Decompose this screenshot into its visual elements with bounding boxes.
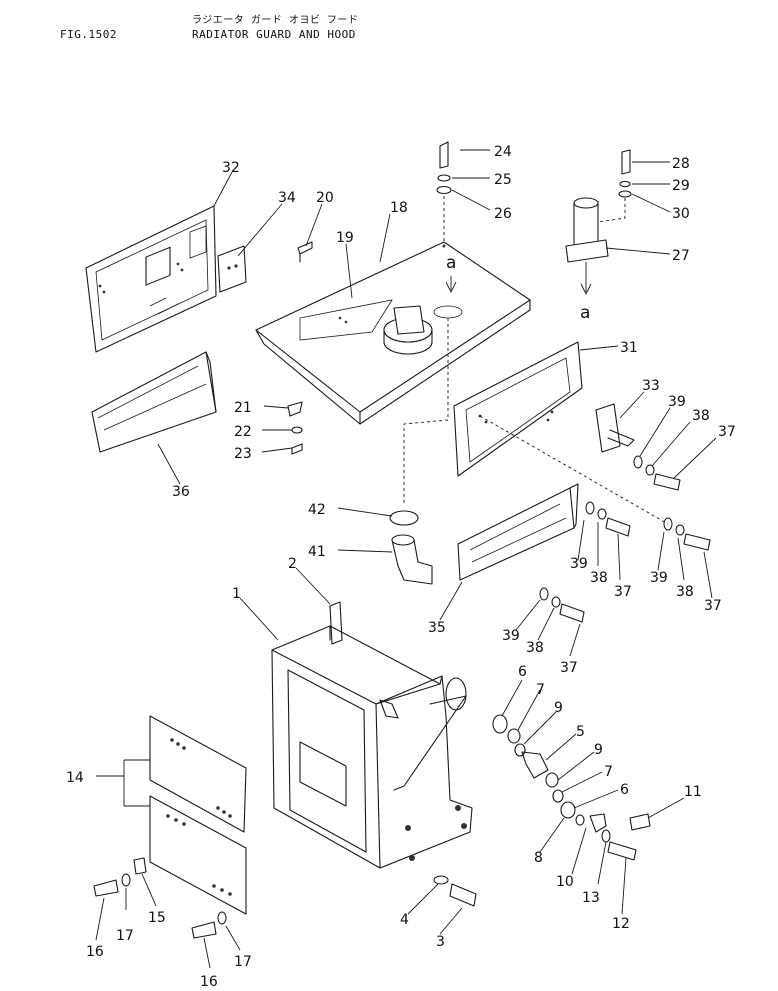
callout-labels: 1 2 3 4 5 6 6 7 7 8 9 9 10 11 12 13 14 1… xyxy=(66,144,736,990)
callout-label: 39 xyxy=(650,570,668,586)
callout-label: 38 xyxy=(590,570,608,586)
callout-label: 26 xyxy=(494,206,512,222)
callout-label: 19 xyxy=(336,230,354,246)
part-28-29-30-bolt-stack xyxy=(618,149,632,198)
callout-label: 14 xyxy=(66,770,84,786)
figure-title-japanese: ラジエータ ガード オヨビ フード xyxy=(192,15,359,26)
callout-label: 38 xyxy=(692,408,710,424)
callout-label: 32 xyxy=(222,160,240,176)
part-32-side-panel xyxy=(85,205,217,353)
part-24-25-26-bolt-stack xyxy=(436,141,452,195)
fasteners-37-38-39-upper xyxy=(633,455,681,491)
callout-label: 41 xyxy=(308,544,326,560)
callout-label: 13 xyxy=(582,890,600,906)
callout-label: 42 xyxy=(308,502,326,518)
callout-label: 37 xyxy=(614,584,632,600)
part-21-22-23-fasteners xyxy=(287,401,303,455)
part-16-17-bolt-washer-right xyxy=(191,911,227,939)
callout-label: 17 xyxy=(116,928,134,944)
callout-label: 37 xyxy=(560,660,578,676)
figure-title-english: RADIATOR GUARD AND HOOD xyxy=(192,28,356,41)
part-15-clip xyxy=(133,857,147,875)
callout-label: 38 xyxy=(526,640,544,656)
part-31-side-panel xyxy=(453,341,583,477)
callout-label: 9 xyxy=(554,700,563,716)
reference-letter-a-pipe: a xyxy=(580,303,590,323)
callout-label: 37 xyxy=(704,598,722,614)
part-27-exhaust-pipe xyxy=(565,197,609,263)
callout-label: 29 xyxy=(672,178,690,194)
part-33-bracket xyxy=(595,403,635,453)
callout-label: 39 xyxy=(502,628,520,644)
part-16-17-bolt-washer-left xyxy=(93,873,131,897)
part-3-4-bolt-washer xyxy=(433,875,477,907)
callout-label: 15 xyxy=(148,910,166,926)
callout-label: 16 xyxy=(86,944,104,960)
callout-label: 31 xyxy=(620,340,638,356)
callout-label: 37 xyxy=(718,424,736,440)
callout-label: 10 xyxy=(556,874,574,890)
callout-label: 20 xyxy=(316,190,334,206)
fasteners-37-38-39-lower xyxy=(539,587,585,623)
callout-label: 38 xyxy=(676,584,694,600)
callout-label: 25 xyxy=(494,172,512,188)
figure-number: FIG.1502 xyxy=(60,28,117,41)
callout-label: 18 xyxy=(390,200,408,216)
part-14-cover-upper xyxy=(149,715,247,833)
callout-label: 16 xyxy=(200,974,218,990)
callout-label: 6 xyxy=(620,782,629,798)
callout-label: 30 xyxy=(672,206,690,222)
callout-label: 7 xyxy=(604,764,613,780)
fasteners-37-38-39-right xyxy=(663,517,711,551)
part-2-bracket xyxy=(329,601,343,645)
part-14-cover-lower xyxy=(149,795,247,915)
callout-label: 1 xyxy=(232,586,241,602)
leader-lines xyxy=(95,149,717,969)
callout-label: 11 xyxy=(684,784,702,800)
callout-label: 12 xyxy=(612,916,630,932)
callout-label: 4 xyxy=(400,912,409,928)
assembly-centerlines xyxy=(403,196,669,525)
callout-label: 39 xyxy=(570,556,588,572)
part-41-elbow xyxy=(391,534,433,585)
part-34-plate xyxy=(217,245,247,293)
callout-label: 6 xyxy=(518,664,527,680)
callout-label: 17 xyxy=(234,954,252,970)
callout-label: 9 xyxy=(594,742,603,758)
callout-label: 2 xyxy=(288,556,297,572)
callout-label: 22 xyxy=(234,424,252,440)
callout-label: 24 xyxy=(494,144,512,160)
callout-label: 35 xyxy=(428,620,446,636)
part-42-clamp xyxy=(389,510,419,526)
callout-label: 5 xyxy=(576,724,585,740)
callout-label: 23 xyxy=(234,446,252,462)
callout-label: 27 xyxy=(672,248,690,264)
part-35-lower-side-panel xyxy=(457,483,579,581)
callout-label: 39 xyxy=(668,394,686,410)
part-1-radiator-guard xyxy=(271,625,473,869)
callout-label: 7 xyxy=(536,682,545,698)
part-18-hood xyxy=(255,241,531,425)
callout-label: 36 xyxy=(172,484,190,500)
callout-label: 3 xyxy=(436,934,445,950)
part-36-lower-side-panel xyxy=(91,351,217,453)
callout-label: 34 xyxy=(278,190,296,206)
callout-label: 28 xyxy=(672,156,690,172)
fasteners-37-38-40-middle xyxy=(585,501,631,537)
callout-label: 21 xyxy=(234,400,252,416)
callout-label: 33 xyxy=(642,378,660,394)
part-20-wing-bolt xyxy=(297,241,313,263)
reference-letter-a-hood: a xyxy=(446,253,456,273)
callout-label: 8 xyxy=(534,850,543,866)
